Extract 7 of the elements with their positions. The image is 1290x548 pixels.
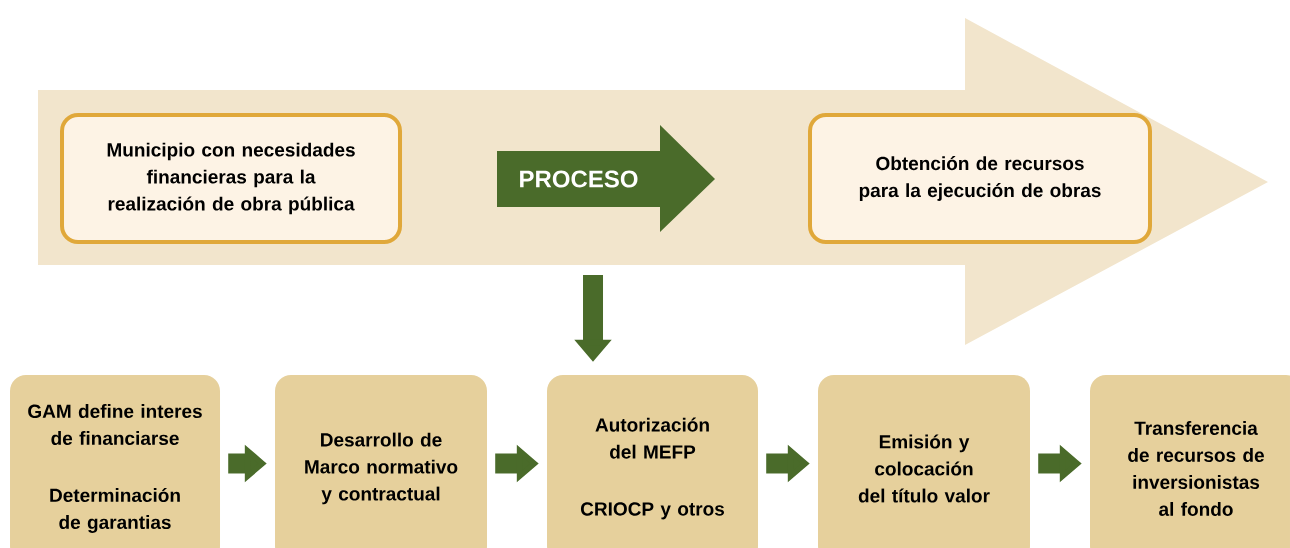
text-box: Municipio con necesidades financieras para la realización de obra pública	[60, 113, 402, 244]
step-box: GAM define interes de financiarse Determinación de garantias	[10, 375, 220, 548]
text-box: Obtención de recursos para la ejecución de obras	[808, 113, 1152, 244]
step-box: Emisión y colocación del título valor	[818, 375, 1030, 548]
step-box: Transferencia de recursos de inversionistas al fondo	[1090, 375, 1290, 548]
step-box: Desarrollo de Marco normativo y contractual	[275, 375, 487, 548]
step-box: Autorización del MEFP CRIOCP y otros	[547, 375, 758, 548]
